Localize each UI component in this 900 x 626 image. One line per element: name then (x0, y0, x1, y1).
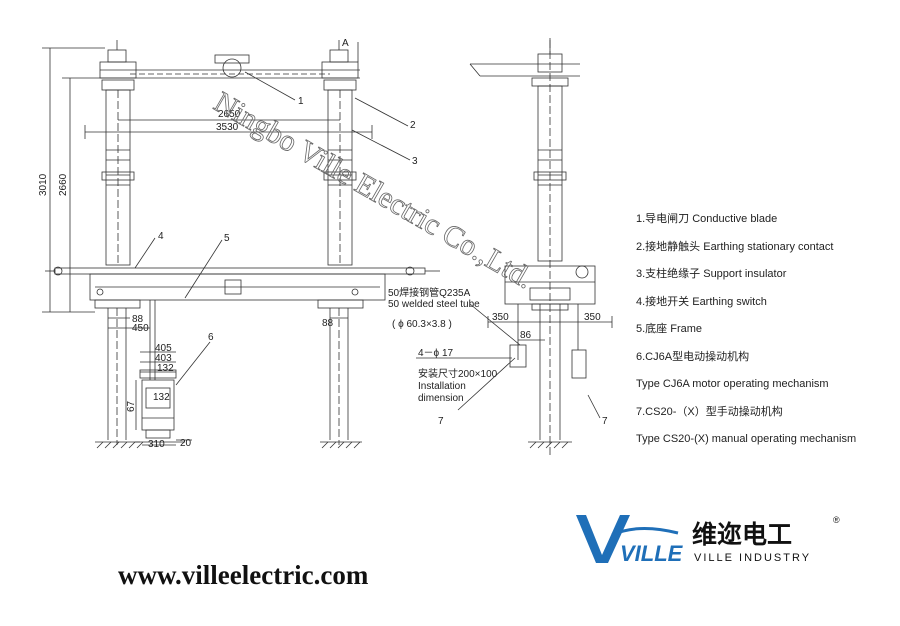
legend-item-5: 5.底座 Frame (636, 323, 703, 335)
install-label-cn: 安装尺寸200×100 (418, 367, 498, 380)
holes-label: 4－ϕ 17 (418, 348, 454, 359)
dim-350-left: 350 (492, 312, 509, 323)
dim-88-right: 88 (322, 318, 334, 329)
callout-6: 6 (208, 332, 214, 343)
logo-v-mark (576, 515, 630, 563)
ground-hatch-front (96, 441, 361, 449)
dim-450: 450 (132, 323, 149, 334)
dim-405: 405 (155, 343, 172, 354)
logo-swoosh (611, 526, 679, 537)
tube-label-en: 50 welded steel tube (388, 299, 480, 310)
legend-item-6-cn: 6.CJ6A型电动操动机构 (636, 350, 750, 363)
dim-86: 86 (520, 330, 532, 341)
logo-registered-mark: ® (833, 515, 840, 525)
logo-english-name: VILLE INDUSTRY (694, 552, 811, 564)
legend-item-7-cn: 7.CS20-（X）型手动操动机构 (636, 405, 783, 418)
section-mark-a: A (342, 38, 349, 49)
callout-4: 4 (158, 231, 164, 242)
legend-item-1: 1.导电闸刀 Conductive blade (636, 213, 778, 225)
logo-chinese-name: 维迩电工 (692, 520, 792, 549)
tube-size: ( ϕ 60.3×3.8 ) (392, 319, 452, 330)
callout-7-right: 7 (602, 416, 608, 427)
dim-67: 67 (126, 400, 137, 412)
legend-item-3: 3.支柱绝缘子 Support insulator (636, 268, 787, 280)
ville-logo: VILLE 维迩电工 ® VILLE INDUSTRY (576, 515, 840, 566)
dim-88-left: 88 (132, 314, 144, 325)
dim-403: 403 (155, 353, 172, 364)
dim-2650: 2650 (218, 109, 241, 120)
legend-item-6-en: Type CJ6A motor operating mechanism (636, 378, 829, 390)
legend-item-7-en: Type CS20-(X) manual operating mechanism (636, 433, 857, 445)
dim-350-right: 350 (584, 312, 601, 323)
dim-132-top: 132 (157, 363, 174, 374)
dim-310: 310 (148, 439, 165, 450)
callout-1: 1 (298, 96, 304, 107)
dim-2660: 2660 (58, 173, 69, 196)
callout-5: 5 (224, 233, 230, 244)
dim-3010: 3010 (38, 173, 49, 196)
dim-132-mid: 132 (153, 392, 170, 403)
dim-3530: 3530 (216, 122, 239, 133)
ground-hatch-side (529, 441, 569, 449)
callout-7-left: 7 (438, 416, 444, 427)
logo-wordmark: VILLE (620, 541, 684, 566)
install-label-en-1: Installation (418, 381, 466, 392)
tube-label-cn: 50焊接钢管Q235A (388, 286, 471, 299)
watermark-text: Ningbo Ville Electric Co.,Ltd. (209, 85, 540, 295)
install-label-en-2: dimension (418, 393, 464, 404)
legend-item-2: 2.接地静触头 Earthing stationary contact (636, 240, 834, 253)
parts-legend: 1.导电闸刀 Conductive blade 2.接地静触头 Earthing… (636, 212, 896, 460)
front-view: 2650 3530 3010 2660 88 450 88 405 403 13… (38, 38, 480, 450)
callout-3: 3 (412, 156, 418, 167)
dim-20: 20 (180, 438, 192, 449)
callout-2: 2 (410, 120, 416, 131)
website-url: www.villeelectric.com (118, 560, 369, 590)
side-view: 350 350 86 4－ϕ 17 安装尺寸200×100 Installati… (416, 38, 613, 455)
legend-item-4: 4.接地开关 Earthing switch (636, 295, 767, 308)
